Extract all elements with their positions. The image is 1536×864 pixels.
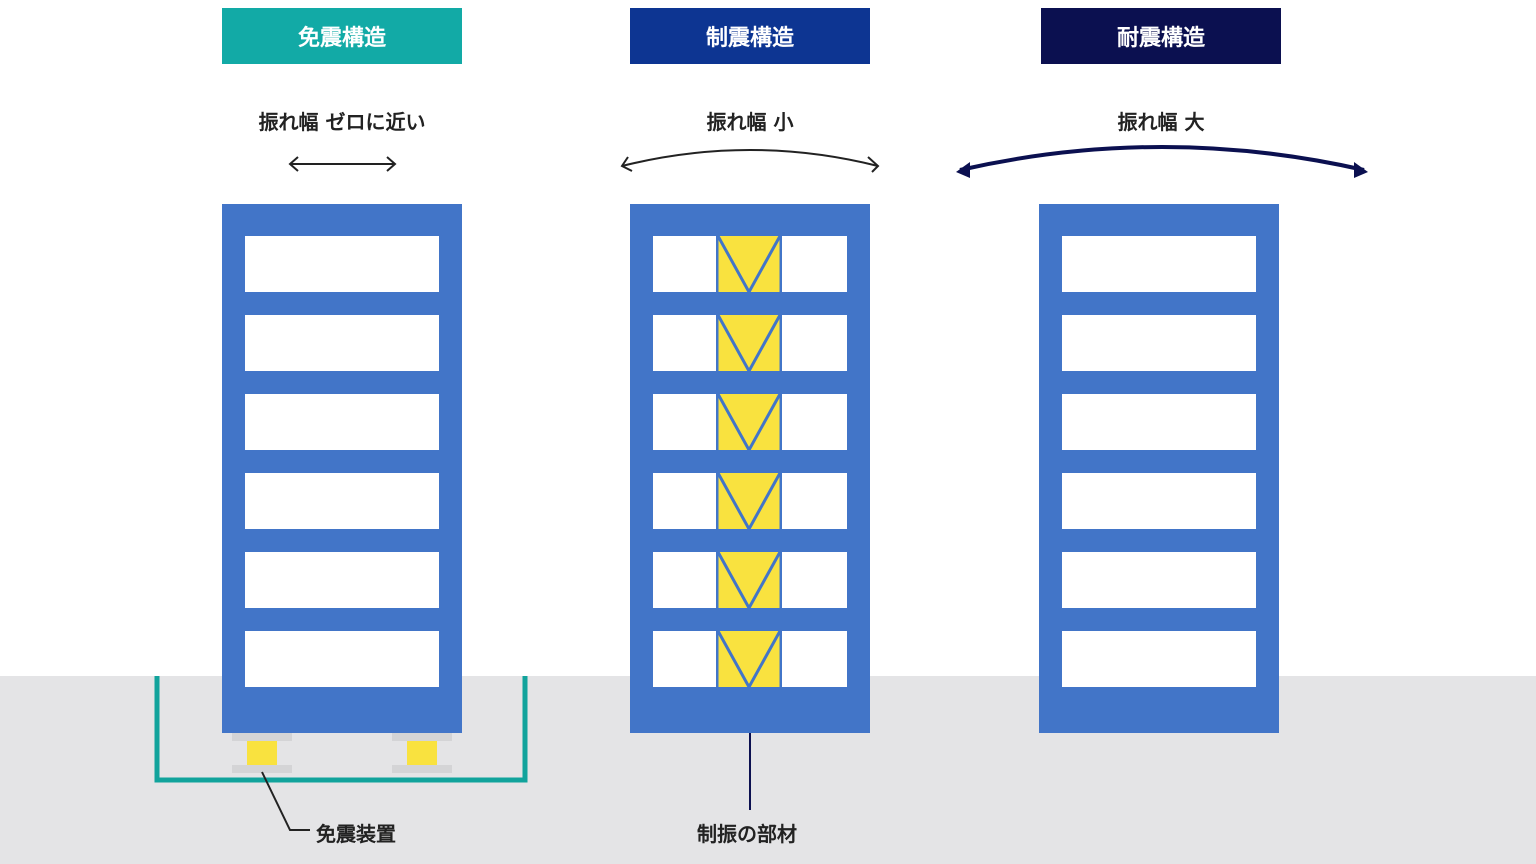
sway-label-isolation: 振れ幅 ゼロに近い xyxy=(258,110,426,134)
sway-label-damping: 振れ幅 小 xyxy=(706,110,794,134)
floor xyxy=(245,236,439,292)
damping-member xyxy=(716,473,782,529)
floor xyxy=(245,552,439,608)
floor xyxy=(1062,552,1256,608)
sway-arrow-damping xyxy=(620,149,880,173)
floor xyxy=(245,394,439,450)
damping-member xyxy=(716,631,782,687)
callout-isolation-device: 免震装置 xyxy=(316,822,396,846)
floor xyxy=(245,315,439,371)
floor xyxy=(1062,473,1256,529)
sway-arrow-resistant xyxy=(956,145,1368,178)
title-resistant-structure: 耐震構造 xyxy=(1041,8,1281,64)
damping-member xyxy=(716,315,782,371)
damping-member xyxy=(716,394,782,450)
sway-label-resistant: 振れ幅 大 xyxy=(1117,110,1205,134)
building-isolation xyxy=(222,204,462,733)
damping-member xyxy=(716,552,782,608)
floor xyxy=(245,473,439,529)
floor xyxy=(1062,315,1256,371)
sway-arrow-isolation xyxy=(288,156,397,172)
leader-line-isolation-device xyxy=(261,771,310,831)
building-damping xyxy=(630,204,870,733)
building-resistant xyxy=(1039,204,1279,733)
title-damping-structure: 制震構造 xyxy=(630,8,870,64)
title-isolation-structure: 免震構造 xyxy=(222,8,462,64)
damping-member xyxy=(716,236,782,292)
callout-damping-member: 制振の部材 xyxy=(697,822,797,846)
isolation-devices xyxy=(232,733,452,773)
floor xyxy=(1062,631,1256,687)
isolation-pit xyxy=(154,676,528,783)
floor xyxy=(1062,394,1256,450)
floor xyxy=(245,631,439,687)
floor xyxy=(1062,236,1256,292)
